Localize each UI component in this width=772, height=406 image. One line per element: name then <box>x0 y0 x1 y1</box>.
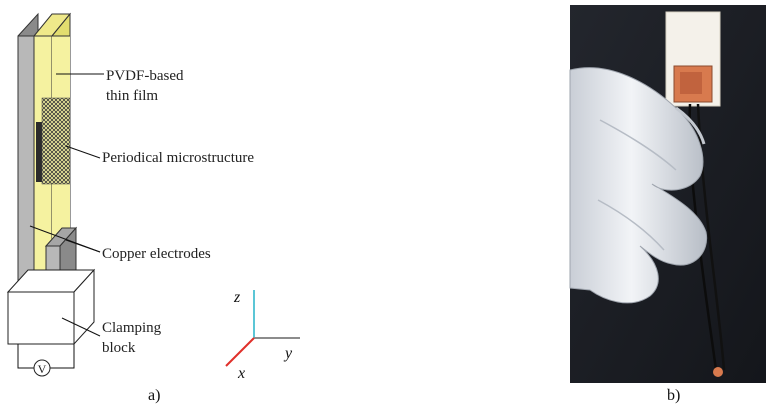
film-label-line2: thin film <box>106 88 158 104</box>
wire-tip <box>713 367 723 377</box>
voltmeter-icon <box>33 359 51 377</box>
voltmeter-label: V <box>38 362 47 376</box>
panel-b-caption: b) <box>667 387 680 404</box>
voltmeter-circuit: V <box>17 344 75 377</box>
back-electrode <box>17 12 39 301</box>
clamp-label: Clamping <box>102 320 162 336</box>
leader-lines <box>29 73 104 337</box>
coordinate-axes: z y x <box>225 289 300 382</box>
clamp-label-line2: block <box>102 340 136 356</box>
electrodes-label: Copper electrodes <box>102 246 211 262</box>
z-axis-label: z <box>233 289 241 306</box>
x-axis-label: x <box>237 365 245 382</box>
panel-b-photo: b) <box>569 5 766 404</box>
y-axis-label: y <box>283 345 293 362</box>
clamping-block <box>6 268 96 346</box>
panel-a-caption: a) <box>148 387 160 404</box>
film-label: PVDF-based <box>106 68 184 84</box>
sample-film <box>665 11 721 107</box>
periodical-microstructure <box>36 97 71 185</box>
glove <box>569 67 708 304</box>
x-axis <box>225 337 255 367</box>
panel-a-schematic: V PVDF-based thin film Periodical micros… <box>6 12 300 404</box>
microstructure-label: Periodical microstructure <box>102 150 254 166</box>
